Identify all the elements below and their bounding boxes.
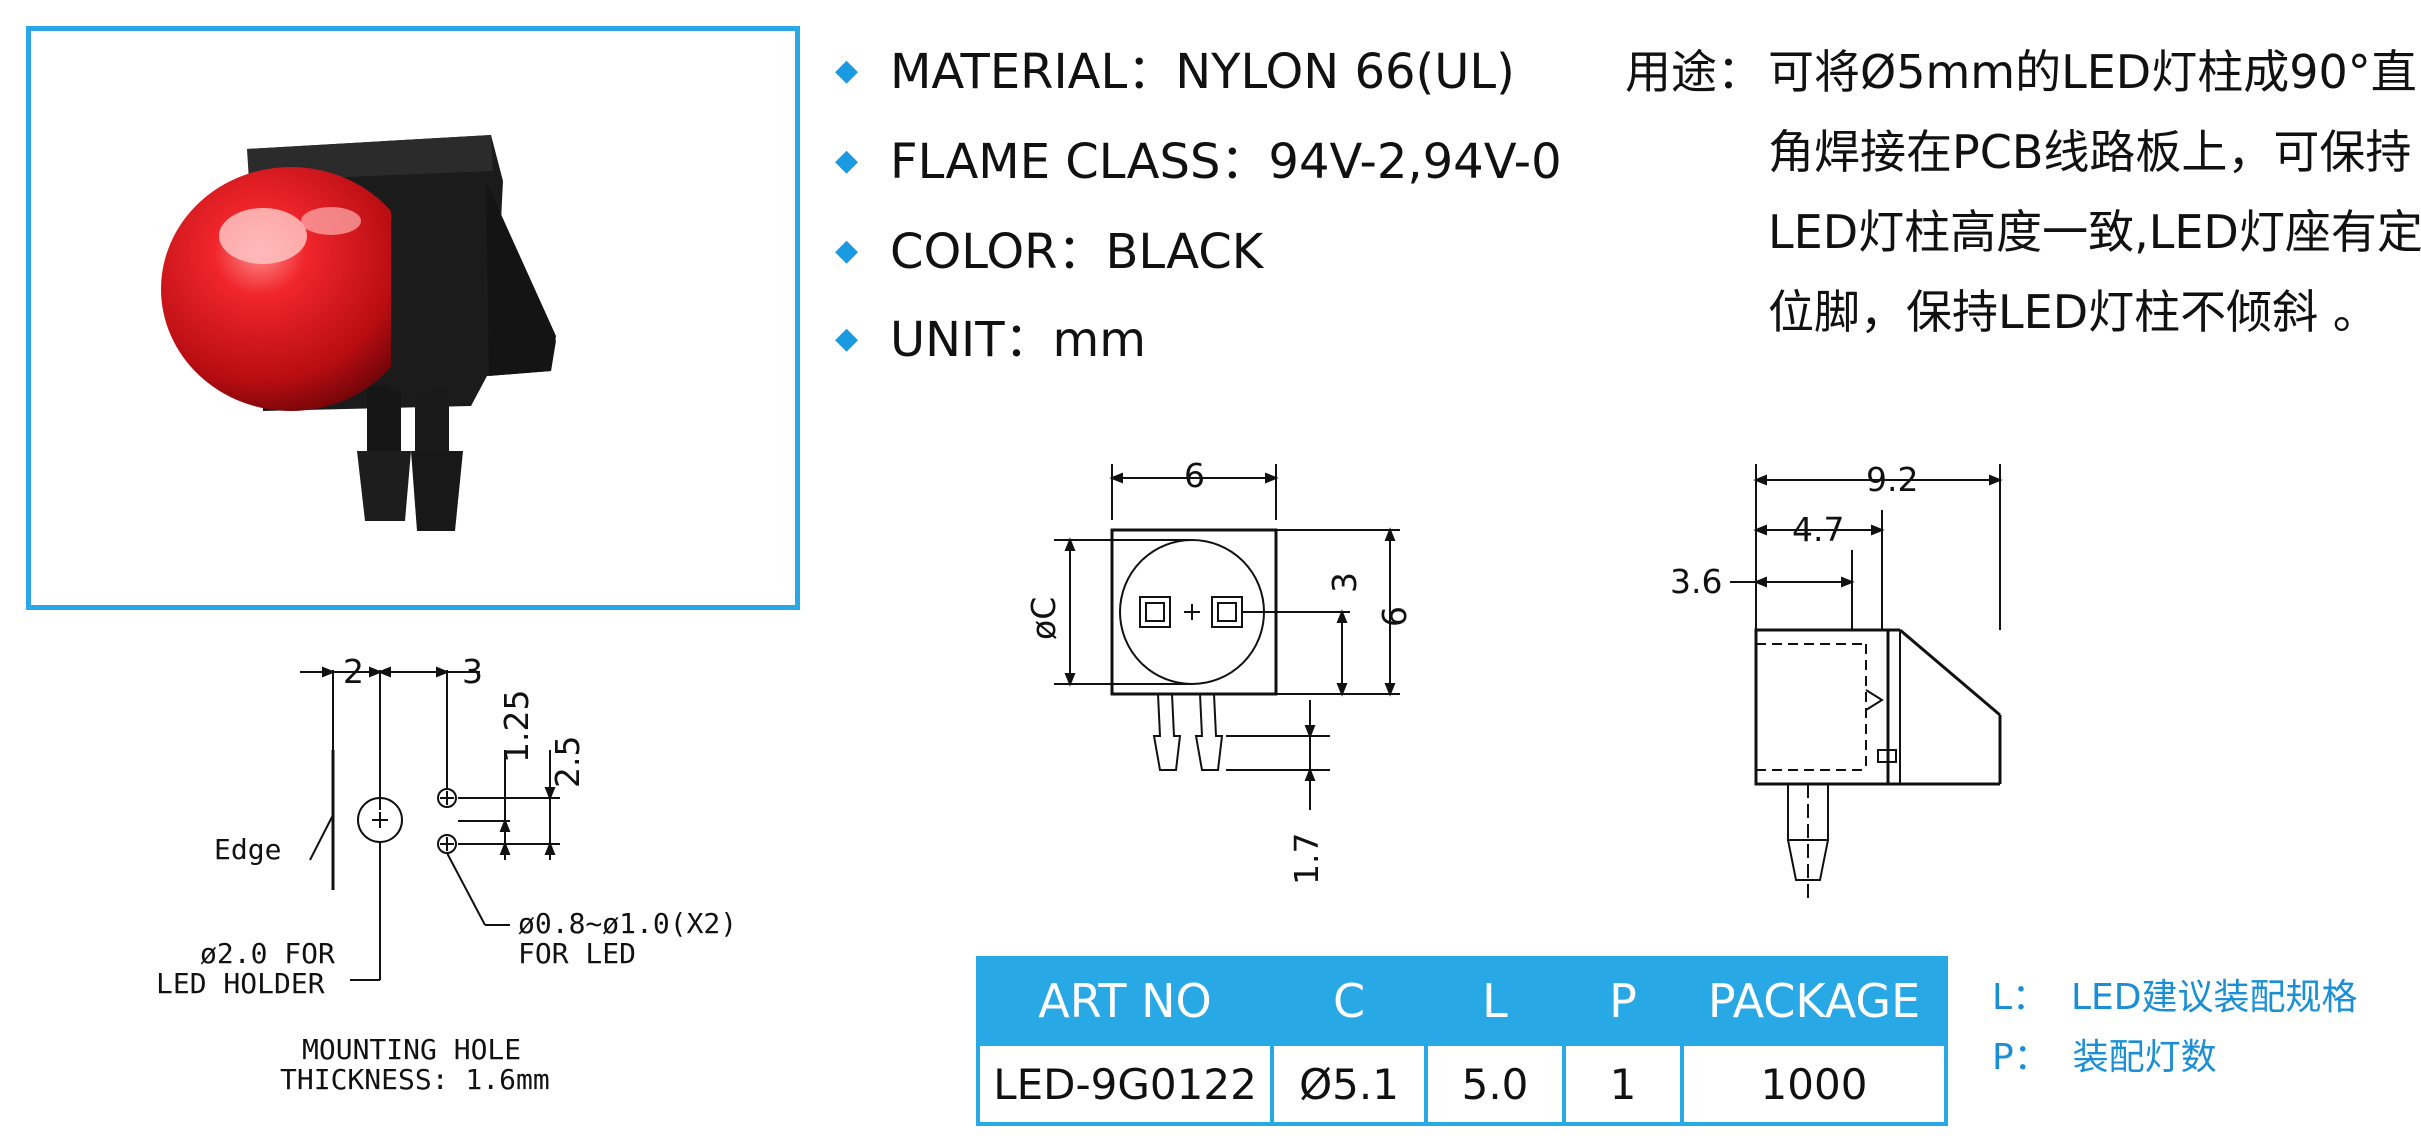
- led-hole-label: ø0.8~ø1.0(X2): [518, 907, 738, 940]
- diamond-bullet-icon: ◆: [835, 233, 859, 268]
- mounting-title: MOUNTING HOLE: [302, 1033, 522, 1066]
- legend-text: 装配灯数: [2072, 1037, 2217, 1078]
- front-dim-1-7: 1.7: [1287, 832, 1326, 885]
- front-dim-phic: øC: [1024, 596, 1063, 640]
- spec-color: ◆ COLOR：BLACK: [835, 222, 1263, 285]
- table-header-c: C: [1270, 956, 1428, 1046]
- usage-line: 可将Ø5mm的LED灯柱成90°直: [1768, 45, 2417, 99]
- table-header-l: L: [1424, 956, 1566, 1046]
- diamond-bullet-icon: ◆: [835, 53, 859, 88]
- table-header-p: P: [1562, 956, 1684, 1046]
- legend-l: L： LED建议装配规格: [1992, 976, 2357, 1020]
- table-cell-p: 1: [1562, 1042, 1684, 1126]
- side-view-drawing: 9.2 4.7 3.6: [1670, 450, 2030, 910]
- table-cell-l: 5.0: [1424, 1042, 1566, 1126]
- usage-heading: 用途：: [1625, 45, 1763, 99]
- table-header-art-no: ART NO: [976, 956, 1274, 1046]
- table-header-package: PACKAGE: [1680, 956, 1948, 1046]
- mounting-dim-2-5: 2.5: [548, 735, 587, 788]
- art-number-table: ART NO C L P PACKAGE LED-9G0122 Ø5.1 5.0…: [976, 956, 1948, 1126]
- front-dim-height: 6: [1375, 606, 1414, 627]
- holder-hole-label: LED HOLDER: [156, 967, 325, 1000]
- legend-p: P： 装配灯数: [1992, 1036, 2217, 1080]
- side-dim-9-2: 9.2: [1866, 460, 1919, 499]
- mounting-dim-3: 3: [462, 652, 483, 691]
- legend-key: P：: [1992, 1037, 2050, 1078]
- table-row: LED-9G0122 Ø5.1 5.0 1 1000: [976, 1042, 1948, 1126]
- table-cell-art-no: LED-9G0122: [976, 1042, 1274, 1126]
- product-photo: [26, 26, 800, 610]
- usage-line: 角焊接在PCB线路板上，可保持: [1768, 125, 2412, 179]
- usage-line: LED灯柱高度一致,LED灯座有定: [1768, 205, 2421, 259]
- mounting-dim-1-25: 1.25: [497, 689, 536, 763]
- spec-label: UNIT：mm: [890, 312, 1147, 368]
- legend-text: LED建议装配规格: [2070, 977, 2358, 1018]
- legend-key: L：: [1992, 977, 2049, 1018]
- spec-label: MATERIAL：NYLON 66(UL): [890, 44, 1515, 100]
- front-dim-width: 6: [1184, 456, 1205, 495]
- table-header-row: ART NO C L P PACKAGE: [976, 956, 1948, 1046]
- spec-label: COLOR：BLACK: [890, 224, 1264, 280]
- mounting-dim-2: 2: [343, 652, 364, 691]
- spec-flame-class: ◆ FLAME CLASS：94V-2,94V-0: [835, 132, 1562, 195]
- mounting-hole-drawing: 2 3 1.25 2.5 Edge ø2.0 FOR LED HOLDER ø0…: [140, 640, 780, 1110]
- diamond-bullet-icon: ◆: [835, 143, 859, 178]
- front-dim-3: 3: [1325, 572, 1364, 593]
- spec-label: FLAME CLASS：94V-2,94V-0: [890, 134, 1562, 190]
- led-holder-image: [161, 135, 556, 531]
- holder-hole-label: ø2.0 FOR: [200, 937, 335, 970]
- usage-line: 位脚，保持LED灯柱不倾斜 。: [1768, 285, 2379, 339]
- edge-label: Edge: [214, 833, 282, 866]
- spec-material: ◆ MATERIAL：NYLON 66(UL): [835, 42, 1515, 105]
- mounting-thickness: THICKNESS: 1.6mm: [280, 1063, 550, 1096]
- spec-unit: ◆ UNIT：mm: [835, 310, 1146, 373]
- led-hole-label: FOR LED: [518, 937, 637, 970]
- front-view-drawing: 6 øC 3 6 1.7: [1024, 450, 1450, 910]
- table-cell-package: 1000: [1680, 1042, 1948, 1126]
- side-dim-3-6: 3.6: [1670, 562, 1723, 601]
- diamond-bullet-icon: ◆: [835, 321, 859, 356]
- table-cell-c: Ø5.1: [1270, 1042, 1428, 1126]
- side-dim-4-7: 4.7: [1792, 510, 1845, 549]
